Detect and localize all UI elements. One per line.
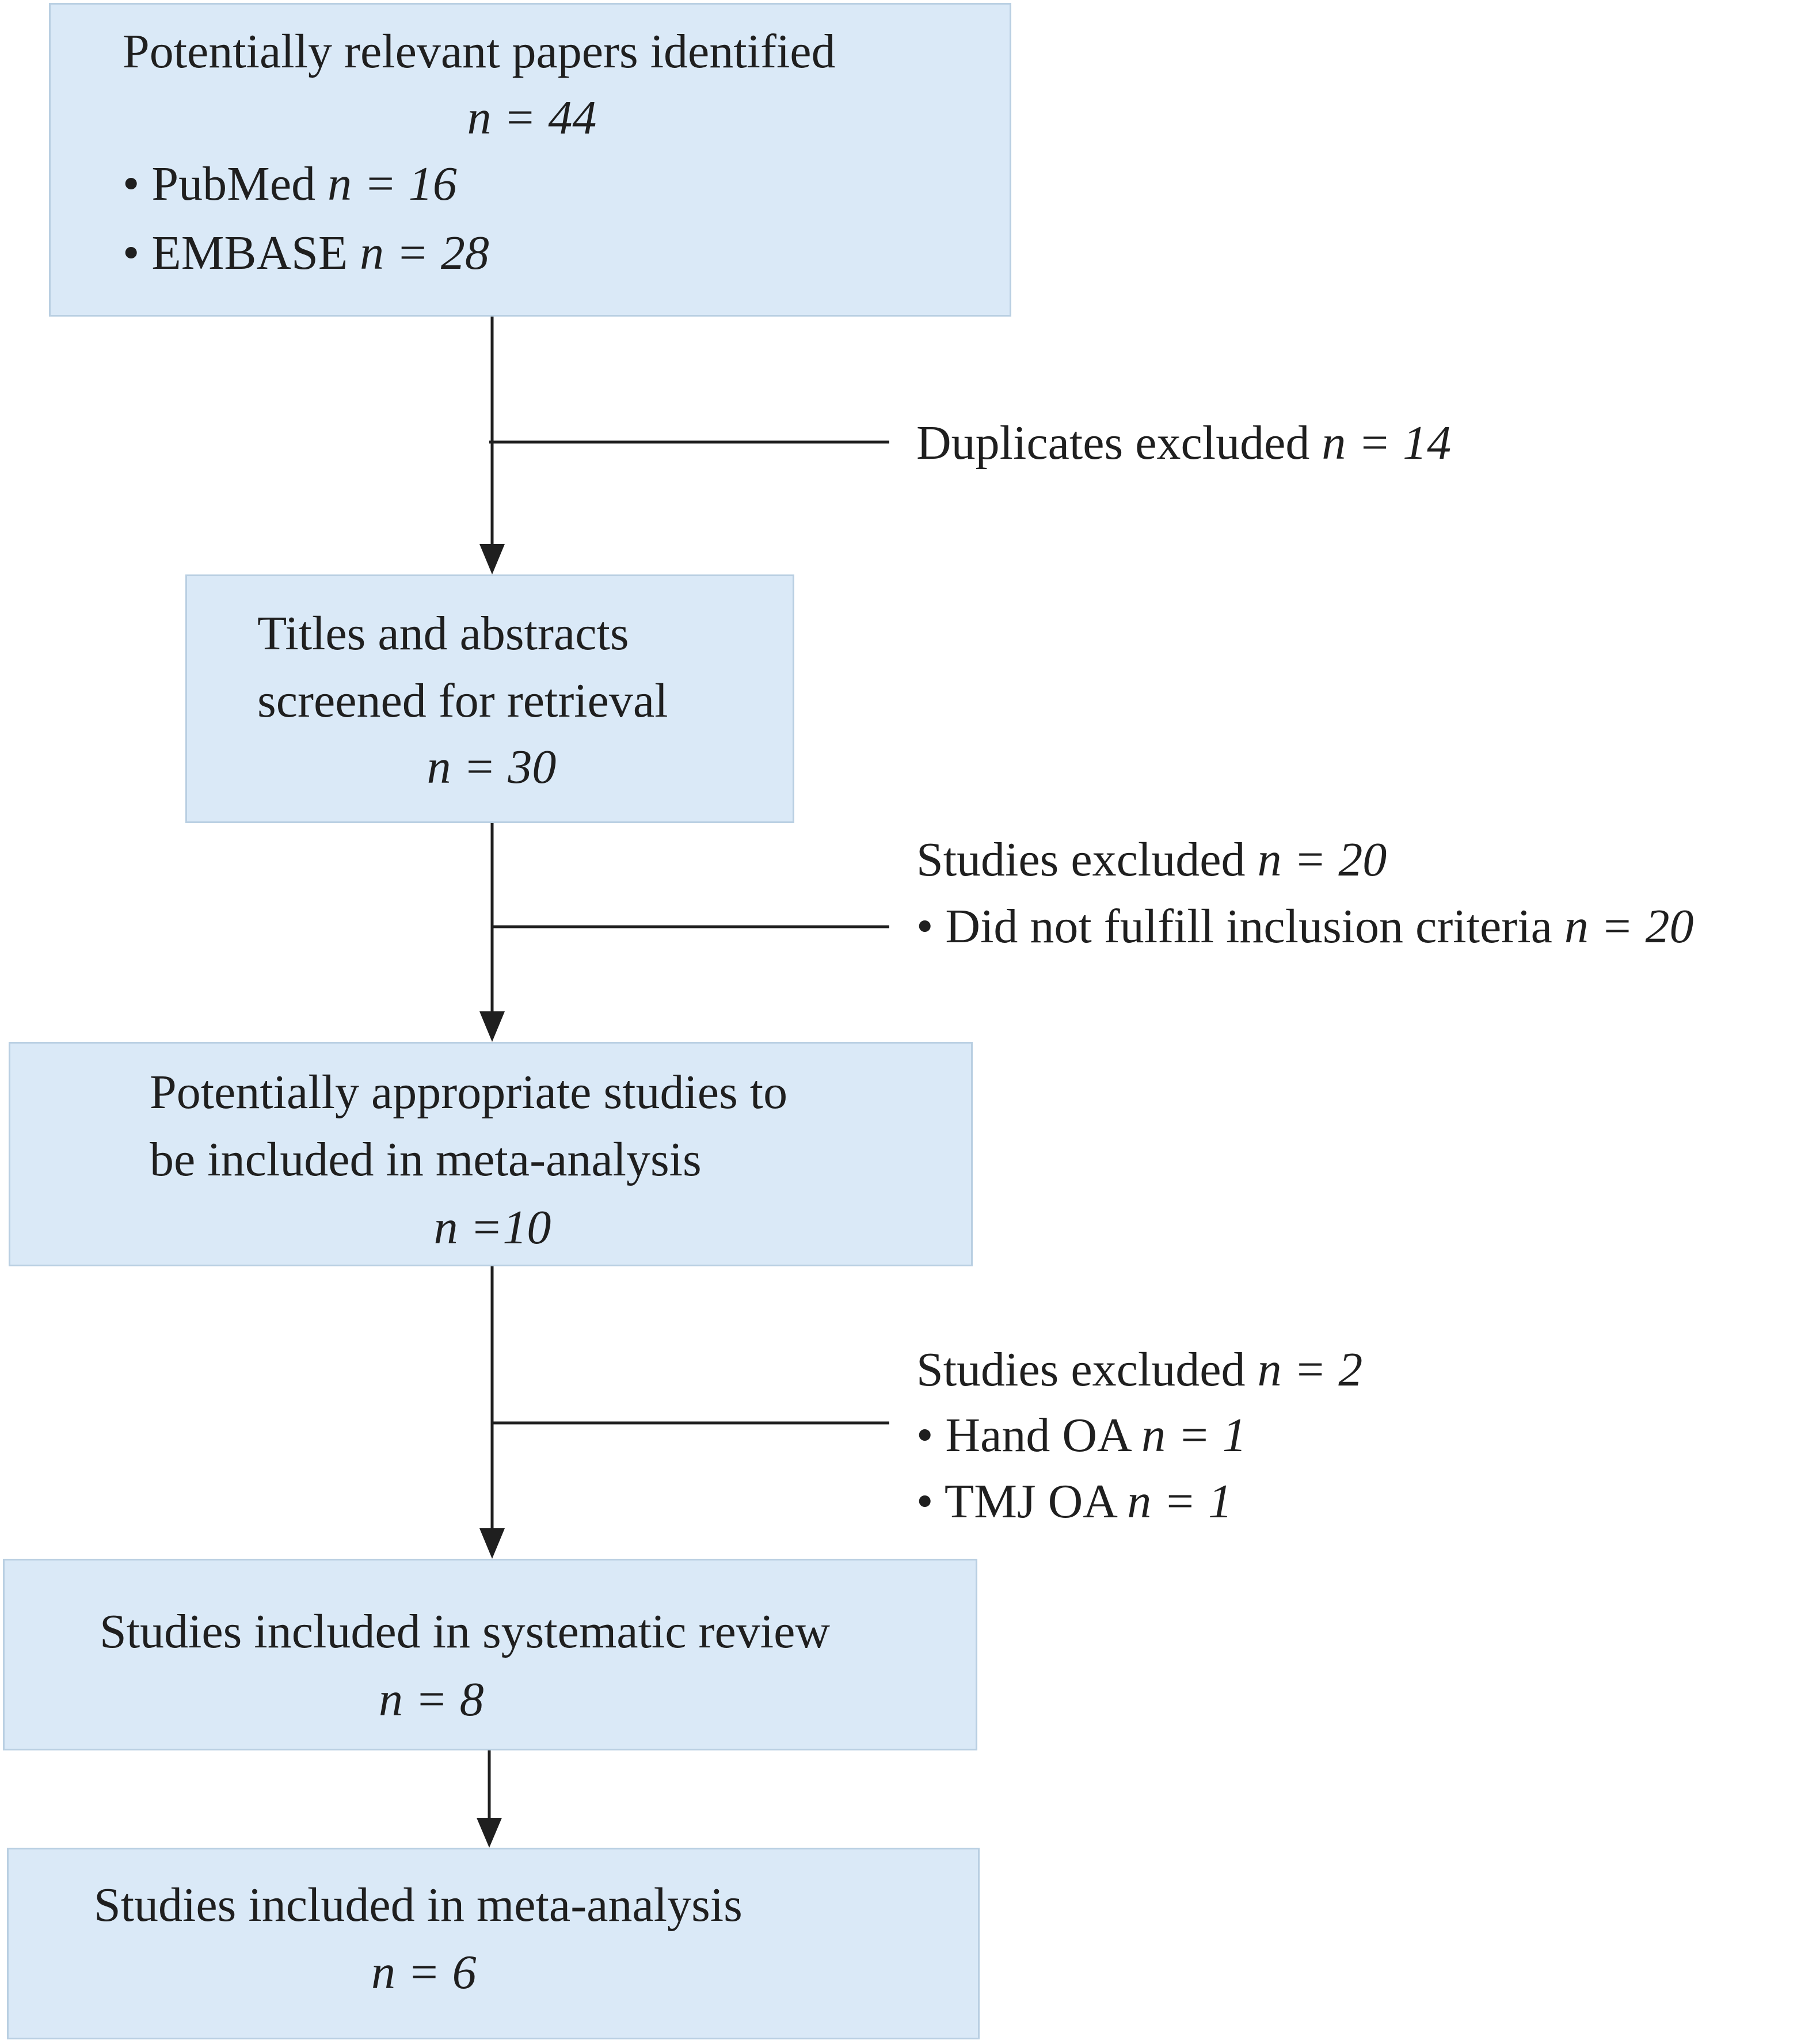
exclusion-count: n = 14 xyxy=(1322,416,1452,470)
systematic-title: Studies included in systematic review xyxy=(100,1605,831,1658)
box-titles-screened: Titles and abstracts screened for retrie… xyxy=(185,574,794,823)
appropriate-line-1: Potentially appropriate studies to xyxy=(150,1065,788,1119)
reason-count: n = 1 xyxy=(1127,1475,1232,1528)
identified-item-pubmed: • PubMed n = 16 xyxy=(123,160,457,208)
identified-title: Potentially relevant papers identified xyxy=(123,25,836,78)
bullet: • xyxy=(916,900,934,953)
appropriate-count: n =10 xyxy=(433,1201,551,1254)
box-meta-analysis: Studies included in meta-analysis n = 6 xyxy=(7,1848,980,2039)
systematic-count: n = 8 xyxy=(379,1673,484,1726)
appropriate-line-2: be included in meta-analysis xyxy=(150,1133,702,1186)
bullet: • xyxy=(123,157,140,211)
bullet: • xyxy=(916,1475,934,1528)
meta-count: n = 6 xyxy=(371,1946,477,1999)
exclusion-duplicates: Duplicates excluded n = 14 xyxy=(916,419,1451,467)
meta-title: Studies included in meta-analysis xyxy=(94,1878,743,1932)
bullet: • xyxy=(123,226,140,280)
exclusion-count: n = 2 xyxy=(1257,1343,1363,1396)
box-papers-identified: Potentially relevant papers identified n… xyxy=(49,3,1011,317)
exclusion-oa-item-tmj: • TMJ OA n = 1 xyxy=(916,1478,1232,1526)
exclusion-label: Duplicates excluded xyxy=(916,416,1310,470)
bullet: • xyxy=(916,1409,934,1462)
box-appropriate-studies: Potentially appropriate studies to be in… xyxy=(9,1042,973,1266)
screened-line-2: screened for retrieval xyxy=(257,674,668,728)
exclusion-oa-header: Studies excluded n = 2 xyxy=(916,1346,1362,1394)
source-count: n = 28 xyxy=(360,226,489,280)
screened-line-1: Titles and abstracts xyxy=(257,607,629,660)
exclusion-label: Studies excluded xyxy=(916,833,1246,886)
exclusion-criteria-item: • Did not fulfill inclusion criteria n =… xyxy=(916,903,1694,951)
exclusion-count: n = 20 xyxy=(1257,833,1387,886)
source-label: PubMed xyxy=(151,157,316,211)
source-count: n = 16 xyxy=(328,157,457,211)
identified-item-embase: • EMBASE n = 28 xyxy=(123,229,489,277)
source-label: EMBASE xyxy=(151,226,348,280)
arrowhead-2 xyxy=(479,1011,505,1042)
identified-count: n = 44 xyxy=(467,91,597,144)
arrowhead-3 xyxy=(479,1528,505,1559)
exclusion-label: Studies excluded xyxy=(916,1343,1246,1396)
reason-count: n = 20 xyxy=(1564,900,1694,953)
box-systematic-review: Studies included in systematic review n … xyxy=(3,1559,977,1750)
arrowhead-4 xyxy=(477,1818,502,1848)
exclusion-criteria-header: Studies excluded n = 20 xyxy=(916,836,1387,884)
reason-label: Hand OA xyxy=(945,1409,1130,1462)
arrowhead-1 xyxy=(479,544,505,574)
exclusion-oa-item-hand: • Hand OA n = 1 xyxy=(916,1411,1247,1460)
reason-label: TMJ OA xyxy=(944,1475,1115,1528)
screened-count: n = 30 xyxy=(427,740,557,794)
reason-count: n = 1 xyxy=(1141,1409,1247,1462)
reason-label: Did not fulfill inclusion criteria xyxy=(945,900,1552,953)
